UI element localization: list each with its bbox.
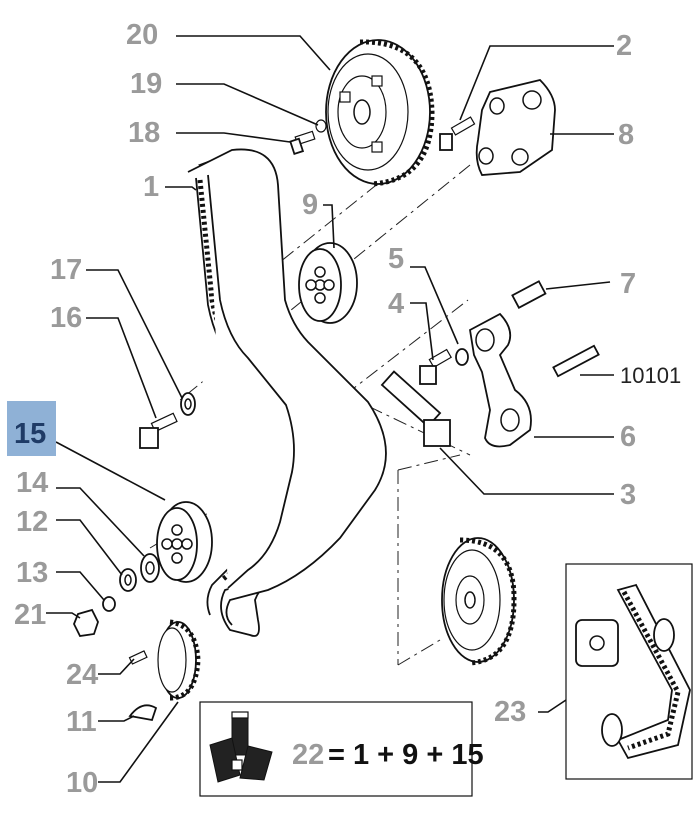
label-15: 15 <box>14 418 46 450</box>
label-9: 9 <box>302 189 318 221</box>
bracket-8 <box>475 79 556 176</box>
part-labels: 20 19 18 1 9 17 16 15 14 12 13 21 24 11 … <box>7 19 681 799</box>
label-6: 6 <box>620 421 636 453</box>
camshaft-pulley <box>325 39 435 187</box>
washer-5 <box>455 348 469 366</box>
tensioner-pulley-15 <box>156 501 213 583</box>
washer-17 <box>180 392 196 416</box>
label-14: 14 <box>16 467 48 499</box>
label-24: 24 <box>66 659 98 691</box>
kit-formula-box <box>199 701 473 797</box>
label-10101: 10101 <box>620 363 681 388</box>
label-20: 20 <box>126 19 158 51</box>
label-7: 7 <box>620 268 636 300</box>
kit-inset-23 <box>565 563 693 780</box>
kit-box-icon <box>209 711 273 783</box>
label-8: 8 <box>618 119 634 151</box>
tensioner-arm-6 <box>469 312 532 448</box>
label-16: 16 <box>50 302 82 334</box>
label-17: 17 <box>50 254 82 286</box>
label-18: 18 <box>128 117 160 149</box>
label-10: 10 <box>66 767 98 799</box>
label-1: 1 <box>143 171 159 203</box>
label-21: 21 <box>14 599 46 631</box>
washer-13 <box>102 596 116 612</box>
crank-sprocket-10 <box>157 619 201 701</box>
idler-pulley-9 <box>298 242 358 324</box>
label-12: 12 <box>16 506 48 538</box>
screw-18 <box>289 130 316 156</box>
stud-10101 <box>552 344 600 378</box>
washer-19 <box>315 119 327 133</box>
pump-sprocket <box>441 537 517 666</box>
bolt-sleeve-3 <box>380 370 451 447</box>
pin-24 <box>128 650 148 665</box>
label-3: 3 <box>620 479 636 511</box>
label-13: 13 <box>16 557 48 589</box>
label-2: 2 <box>616 30 632 62</box>
leader-lines <box>46 35 614 783</box>
timing-belt <box>187 148 387 637</box>
label-4: 4 <box>388 288 404 320</box>
highlight-box-15 <box>7 401 56 456</box>
kit-label-22: 22 <box>292 739 324 771</box>
label-19: 19 <box>130 68 162 100</box>
screw-2 <box>439 116 476 151</box>
nut-21 <box>73 608 99 637</box>
screw-4 <box>419 348 452 385</box>
label-23: 23 <box>494 696 526 728</box>
label-5: 5 <box>388 243 404 275</box>
kit-formula: = 1 + 9 + 15 <box>328 739 484 771</box>
washer-12 <box>119 568 137 592</box>
screw-16 <box>139 412 178 449</box>
pin-7 <box>511 280 547 309</box>
woodruff-key-11 <box>128 704 158 722</box>
label-11: 11 <box>66 706 97 738</box>
washer-14 <box>140 553 160 583</box>
